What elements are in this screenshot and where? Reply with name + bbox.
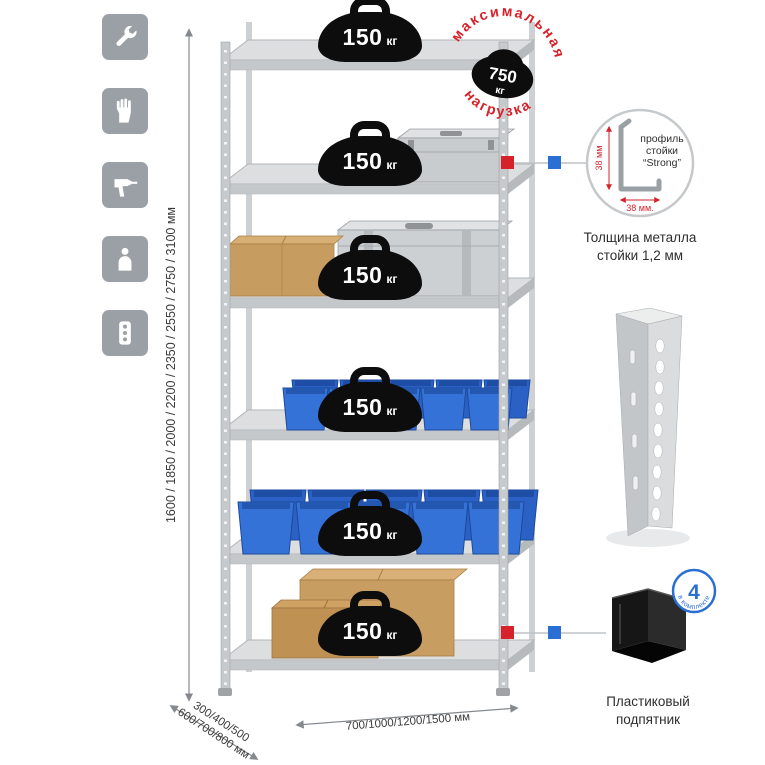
shelf-load-badge-2: 150 кг [318,136,422,186]
rack-front-posts [218,41,510,696]
fasteners-icon [102,310,148,356]
shelf-load-badge-1: 150 кг [318,12,422,62]
stamp-value: 750 [487,64,518,88]
load-unit: кг [386,271,398,286]
load-unit: кг [386,157,398,172]
load-value: 150 [342,517,383,544]
shelf-load-badge-5: 150 кг [318,506,422,556]
load-unit: кг [386,627,398,642]
width-dimension-line [295,704,519,729]
post-profile-detail: 38 мм 38 мм. профиль стойки “Strong” [585,108,695,218]
load-value: 150 [342,147,383,174]
profile-label-1: профиль [640,133,684,145]
load-unit: кг [386,527,398,542]
profile-label-2: стойки [646,145,678,157]
shelf-load-badge-6: 150 кг [318,606,422,656]
profile-caption-line2: стойки 1,2 мм [596,247,684,263]
dimension-lines [169,28,519,760]
rack-back-posts [246,22,535,672]
load-value: 150 [342,617,383,644]
perforated-post-illustration [606,307,690,547]
callout-marker-red-bottom [501,626,514,639]
profile-label-3: “Strong” [643,157,681,169]
load-value: 150 [342,23,383,50]
included-badge: 4 в комплекте [671,568,717,614]
drill-icon [102,162,148,208]
badge-number: 4 [688,581,700,604]
depth-dimension-line [169,705,259,760]
shelf-load-badge-4: 150 кг [318,382,422,432]
height-dimensions-label: 1600 / 1850 / 2000 / 2200 / 2350 / 2550 … [164,206,178,524]
profile-caption-line1: Толщина металла [583,230,697,245]
foot-caption: Пластиковый подпятник [581,693,715,728]
profile-caption: Толщина металла стойки 1,2 мм [573,229,707,264]
callout-marker-blue-top [548,156,561,169]
profile-dim-horizontal: 38 мм. [626,203,653,213]
load-value: 150 [342,393,383,420]
stamp-weight-icon: 750 кг [471,49,534,99]
callout-connectors [501,156,606,639]
foot-caption-line2: подпятник [615,711,681,727]
shelf-load-badge-3: 150 кг [318,250,422,300]
max-load-stamp: максимальная нагрузка 750 кг [447,0,574,126]
load-value: 150 [342,261,383,288]
profile-dim-vertical: 38 мм [594,146,604,171]
stamp-unit: кг [494,85,505,97]
angle-profile-drawing [618,118,662,192]
load-unit: кг [386,33,398,48]
load-unit: кг [386,403,398,418]
callout-marker-red-top [501,156,514,169]
person-icon [102,236,148,282]
foot-caption-line1: Пластиковый [606,694,690,709]
gloves-icon [102,88,148,134]
wrench-icon [102,14,148,60]
cardboard-box-shelf3 [228,235,345,297]
callout-marker-blue-bottom [548,626,561,639]
